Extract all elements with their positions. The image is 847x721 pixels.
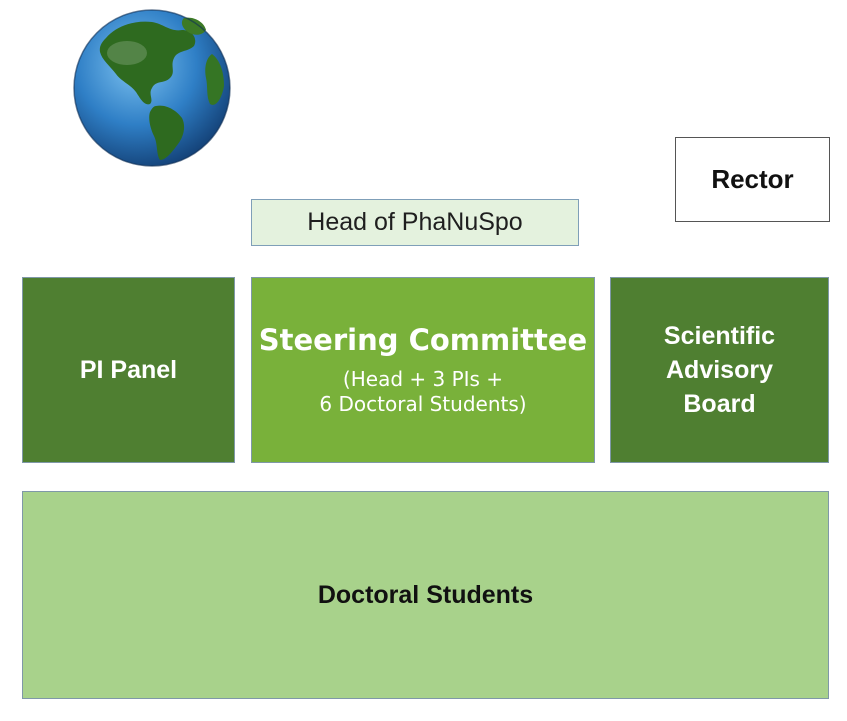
rector-label: Rector	[711, 164, 794, 194]
steering-line1: (Head + 3 PIs +	[342, 367, 504, 391]
sab-line2: Advisory	[666, 356, 773, 384]
steering-committee-box: Steering Committee (Head + 3 PIs + 6 Doc…	[251, 277, 595, 463]
scientific-advisory-board-box: Scientific Advisory Board	[610, 277, 829, 463]
pi-panel-box: PI Panel	[22, 277, 235, 463]
rector-box: Rector	[675, 137, 830, 222]
steering-line2: 6 Doctoral Students)	[319, 392, 527, 416]
sab-line1: Scientific	[663, 322, 776, 350]
globe-icon	[73, 9, 231, 167]
doctoral-label: Doctoral Students	[317, 580, 534, 609]
doctoral-students-box: Doctoral Students	[22, 491, 829, 699]
pi-panel-label: PI Panel	[79, 355, 178, 384]
steering-title: Steering Committee	[258, 323, 588, 357]
head-of-phanuspo-box: Head of PhaNuSpo	[251, 199, 579, 246]
head-label: Head of PhaNuSpo	[307, 208, 523, 236]
sab-line3: Board	[683, 390, 756, 418]
